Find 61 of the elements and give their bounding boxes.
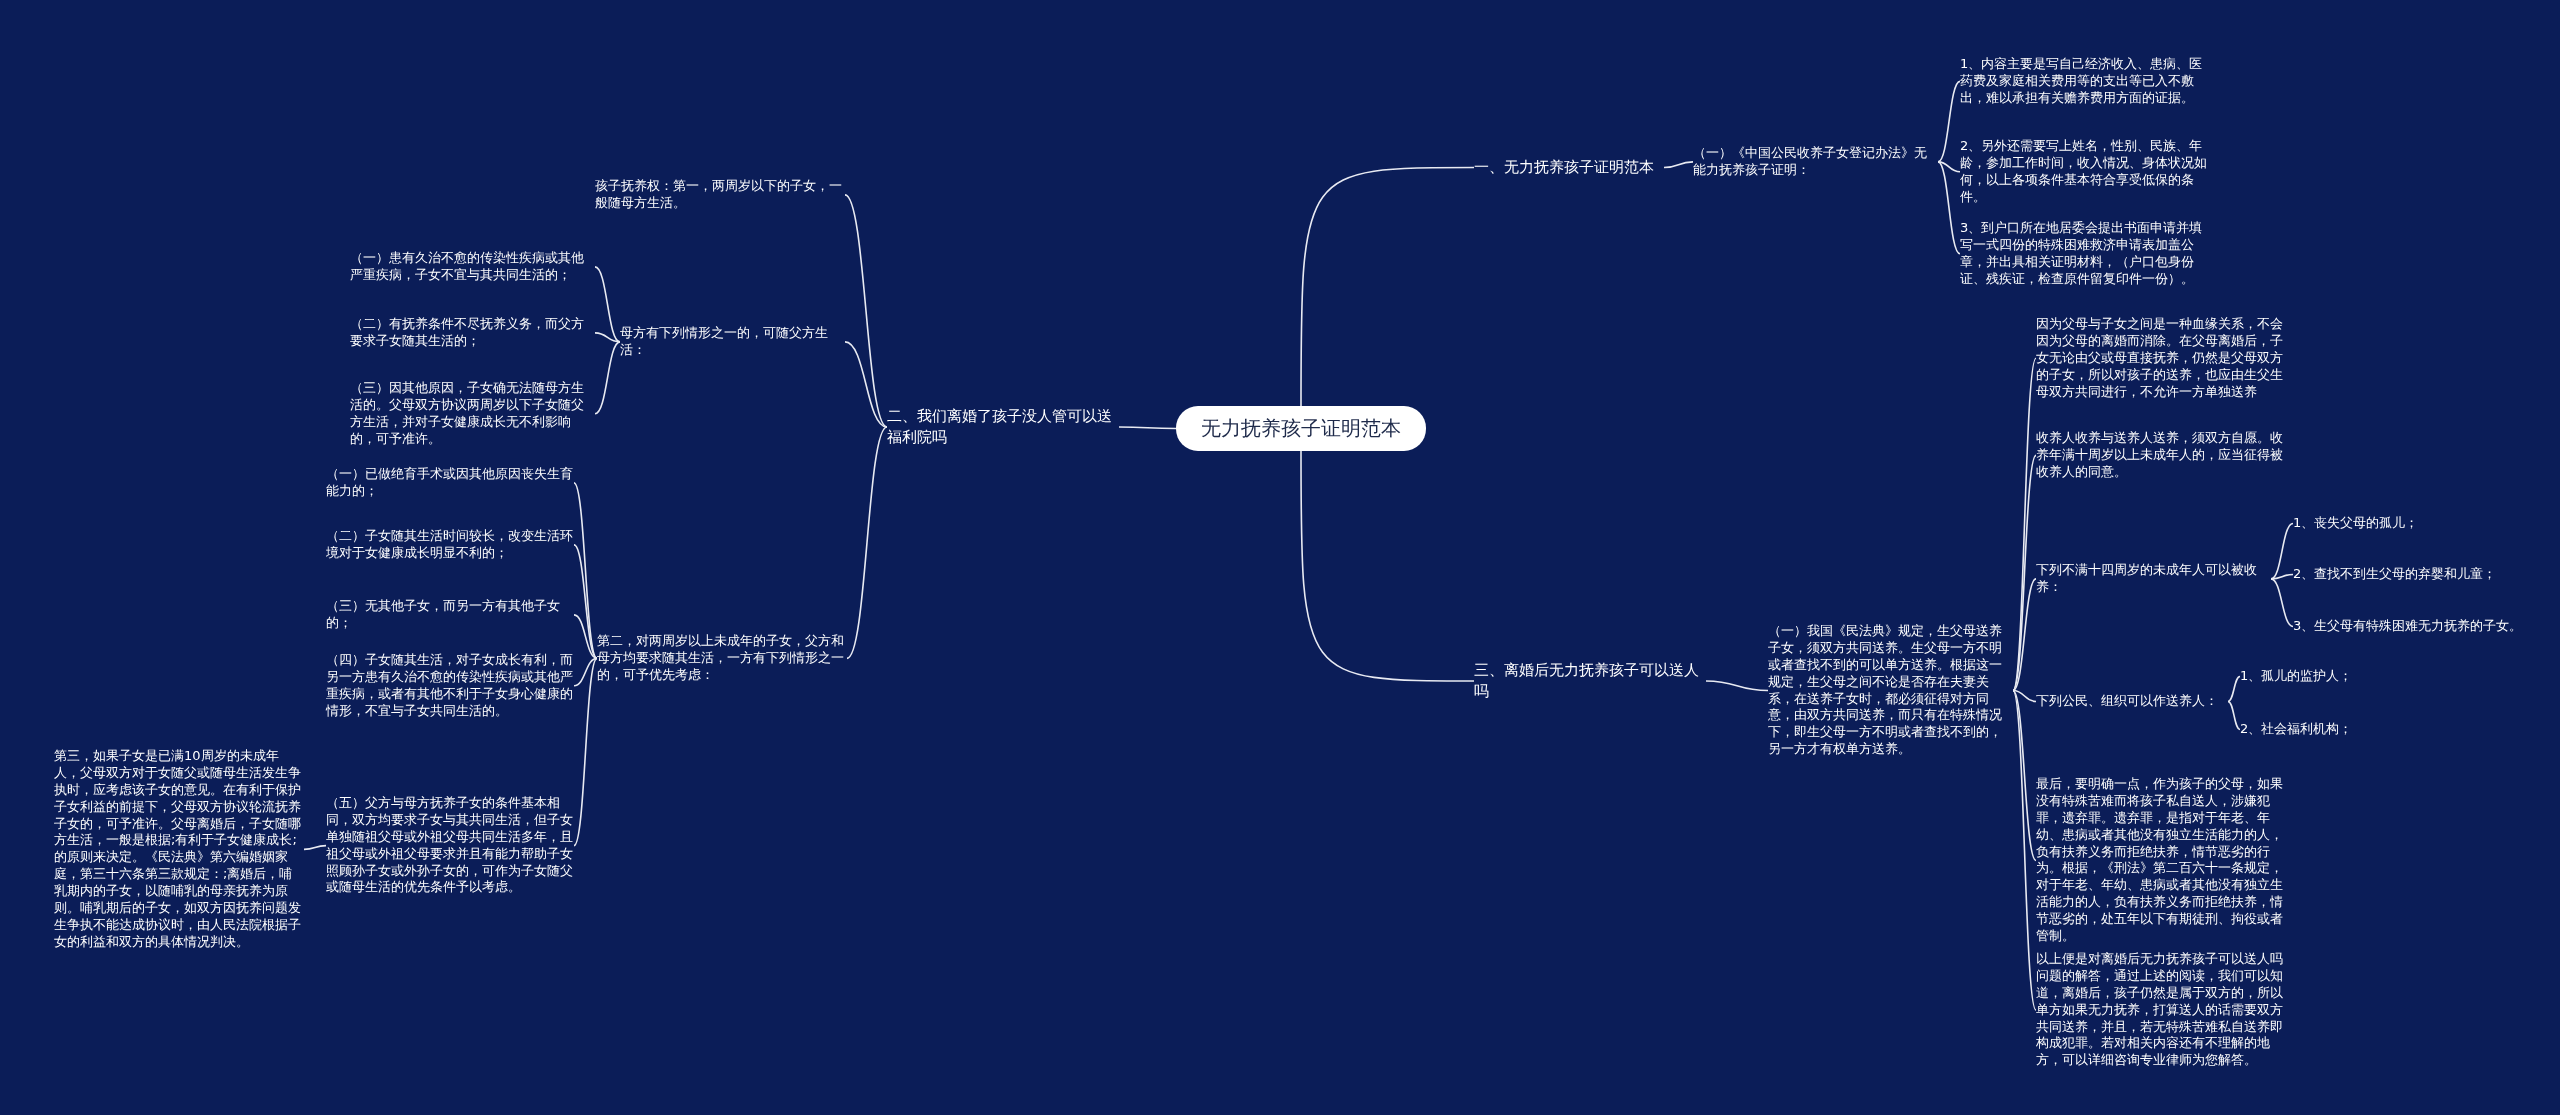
connector-line — [1118, 426, 1177, 430]
topic-text: （三）无其他子女，而另一方有其他子女的； — [326, 598, 574, 632]
central-topic: 无力抚养孩子证明范本 — [1176, 406, 1426, 451]
topic-text: 1、孤儿的监护人； — [2240, 668, 2400, 685]
topic-text: 2、社会福利机构； — [2240, 721, 2400, 738]
connector-line — [573, 482, 598, 660]
topic-text: 2、另外还需要写上姓名，性别、民族、年龄，参加工作时间，收入情况、身体状况如何，以上各项条件基本符合享受低保的条件。 — [1960, 138, 2210, 206]
connector-line — [2012, 689, 2037, 703]
topic-text: （四）子女随其生活，对子女成长有利，而另一方患有久治不愈的传染性疾病或其他严重疾病，或者有其他不利于子女身心健康的情形，不宜与子女共同生活的。 — [326, 652, 574, 720]
connector-line — [844, 341, 888, 428]
topic-text: （一）已做绝育手术或因其他原因丧失生育能力的； — [326, 466, 574, 500]
connector-line — [1300, 450, 1475, 682]
connector-line — [303, 844, 327, 851]
topic-text: 母方有下列情形之一的，可随父方生活： — [620, 325, 845, 359]
connector-line — [2012, 689, 2037, 1011]
topic-text: 下列公民、组织可以作送养人： — [2036, 693, 2228, 710]
connector-line — [2270, 578, 2294, 628]
connector-line — [594, 266, 621, 343]
connector-line — [1663, 161, 1694, 169]
connector-line — [1937, 161, 1961, 173]
topic-text: 因为父母与子女之间是一种血缘关系，不会因为父母的离婚而消除。在父母离婚后，子女无论由父或母直接抚养，仍然是父母双方的子女，所以对孩子的送养，也应由生父生母双方共同进行，不允许一方单独送养 — [2036, 316, 2286, 401]
topic-text: 下列不满十四周岁的未成年人可以被收养： — [2036, 562, 2271, 596]
topic-text: 2、查找不到生父母的弃婴和儿童； — [2293, 566, 2533, 583]
connector-line — [594, 332, 621, 343]
topic-text: 第三，如果子女是已满10周岁的未成年人，父母双方对于女随父或随母生活发生争执时，应考虑该子女的意见。在有利于保护子女利益的前提下，父母双方协议轮流抚养子女的，可予准许。父母离婚后，子女随哪方生活，一般是根据;有利于子女健康成长;的原则来决定。《民法典》第六编婚姻家庭，第三十六条第三款规定：;离婚后，哺乳期内的子女，以随哺乳的母亲抚养为原则。哺乳期后的子女，如双方因抚养问题发生争执不能达成协议时，由人民法院根据子女的利益和双方的具体情况判决。 — [54, 748, 304, 951]
connector-line — [594, 341, 621, 415]
connector-line — [2012, 454, 2037, 692]
connector-line — [846, 426, 888, 660]
topic-text: 3、生父母有特殊困难无力抚养的子女。 — [2293, 618, 2533, 635]
connector-line — [844, 194, 888, 428]
connector-line — [1937, 80, 1961, 163]
topic-text: （三）因其他原因，子女确无法随母方生活的。父母双方协议两周岁以下子女随父方生活，并对子女健康成长无不利影响的，可予准许。 — [350, 380, 595, 448]
topic-text: 第二，对两周岁以上未成年的子女，父方和母方均要求随其生活，一方有下列情形之一的，可予优先考虑： — [597, 633, 847, 684]
topic-text: 孩子抚养权：第一，两周岁以下的子女，一般随母方生活。 — [595, 178, 845, 212]
connector-line — [2270, 573, 2294, 580]
connector-line — [1937, 161, 1961, 255]
topic-text: 1、丧失父母的孤儿； — [2293, 515, 2513, 532]
connector-line — [573, 657, 598, 847]
topic-text: （一）患有久治不愈的传染性疾病或其他严重疾病，子女不宜与其共同生活的； — [350, 250, 595, 284]
connector-line — [2012, 689, 2037, 862]
topic-text: 3、到户口所在地居委会提出书面申请并填写一式四份的特殊困难救济申请表加盖公章，并出具相关证明材料，（户口包身份证、残疾证，检查原件留复印件一份）。 — [1960, 220, 2210, 288]
topic-text: （五）父方与母方抚养子女的条件基本相同，双方均要求子女与其共同生活，但子女单独随祖父母或外祖父母共同生活多年，且祖父母或外祖父母要求并且有能力帮助子女照顾孙子女或外孙子女的，可作为子女随父或随母生活的优先条件予以考虑。 — [326, 795, 574, 897]
connector-line — [1705, 680, 1769, 692]
connector-line — [573, 614, 598, 660]
topic-text: （一）《中国公民收养子女登记办法》无能力抚养孩子证明： — [1693, 145, 1938, 179]
connector-line — [573, 657, 598, 687]
topic-text: （二）子女随其生活时间较长，改变生活环境对于女健康成长明显不利的； — [326, 528, 574, 562]
topic-text: （一）我国《民法典》规定，生父母送养子女，须双方共同送养。生父母一方不明或者查找不到的可以单方送养。根据这一规定，生父母之间不论是否存在夫妻关系，在送养子女时，都必须征得对方同意，由双方共同送养，而只有在特殊情况下，即生父母一方不明或者查找不到的，另一方才有权单方送养。 — [1768, 623, 2013, 759]
topic-text: 1、内容主要是写自己经济收入、患病、医药费及家庭相关费用等的支出等已入不敷出，难以承担有关赡养费用方面的证据。 — [1960, 56, 2210, 107]
branch-topic: 二、我们离婚了孩子没人管可以送福利院吗 — [887, 406, 1119, 448]
topic-text: 最后，要明确一点，作为孩子的父母，如果没有特殊苦难而将孩子私自送人，涉嫌犯罪，遗弃罪。遗弃罪，是指对于年老、年幼、患病或者其他没有独立生活能力的人，负有扶养义务而拒绝扶养，情节恶劣的行为。根据，《刑法》第二百六十一条规定，对于年老、年幼、患病或者其他没有独立生活能力的人，负有扶养义务而拒绝扶养，情节恶劣的，处五年以下有期徒刑、拘役或者管制。 — [2036, 776, 2286, 945]
topic-text: 收养人收养与送养人送养，须双方自愿。收养年满十周岁以上未成年人的，应当征得被收养人的同意。 — [2036, 430, 2286, 481]
connector-line — [2270, 522, 2294, 580]
connector-line — [2227, 700, 2241, 731]
branch-topic: 三、离婚后无力抚养孩子可以送人吗 — [1474, 660, 1706, 702]
topic-text: （二）有抚养条件不尽抚养义务，而父方要求子女随其生活的； — [350, 316, 595, 350]
connector-line — [1300, 166, 1475, 407]
connector-line — [2012, 578, 2037, 692]
branch-topic: 一、无力抚养孩子证明范本 — [1474, 157, 1664, 178]
connector-line — [2227, 675, 2241, 703]
topic-text: 以上便是对离婚后无力抚养孩子可以送人吗问题的解答，通过上述的阅读，我们可以知道，离婚后，孩子仍然是属于双方的，所以单方如果无力抚养，打算送人的话需要双方共同送养，并且，若无特殊苦难私自送养即构成犯罪。若对相关内容还有不理解的地方，可以详细咨询专业律师为您解答。 — [2036, 951, 2286, 1070]
